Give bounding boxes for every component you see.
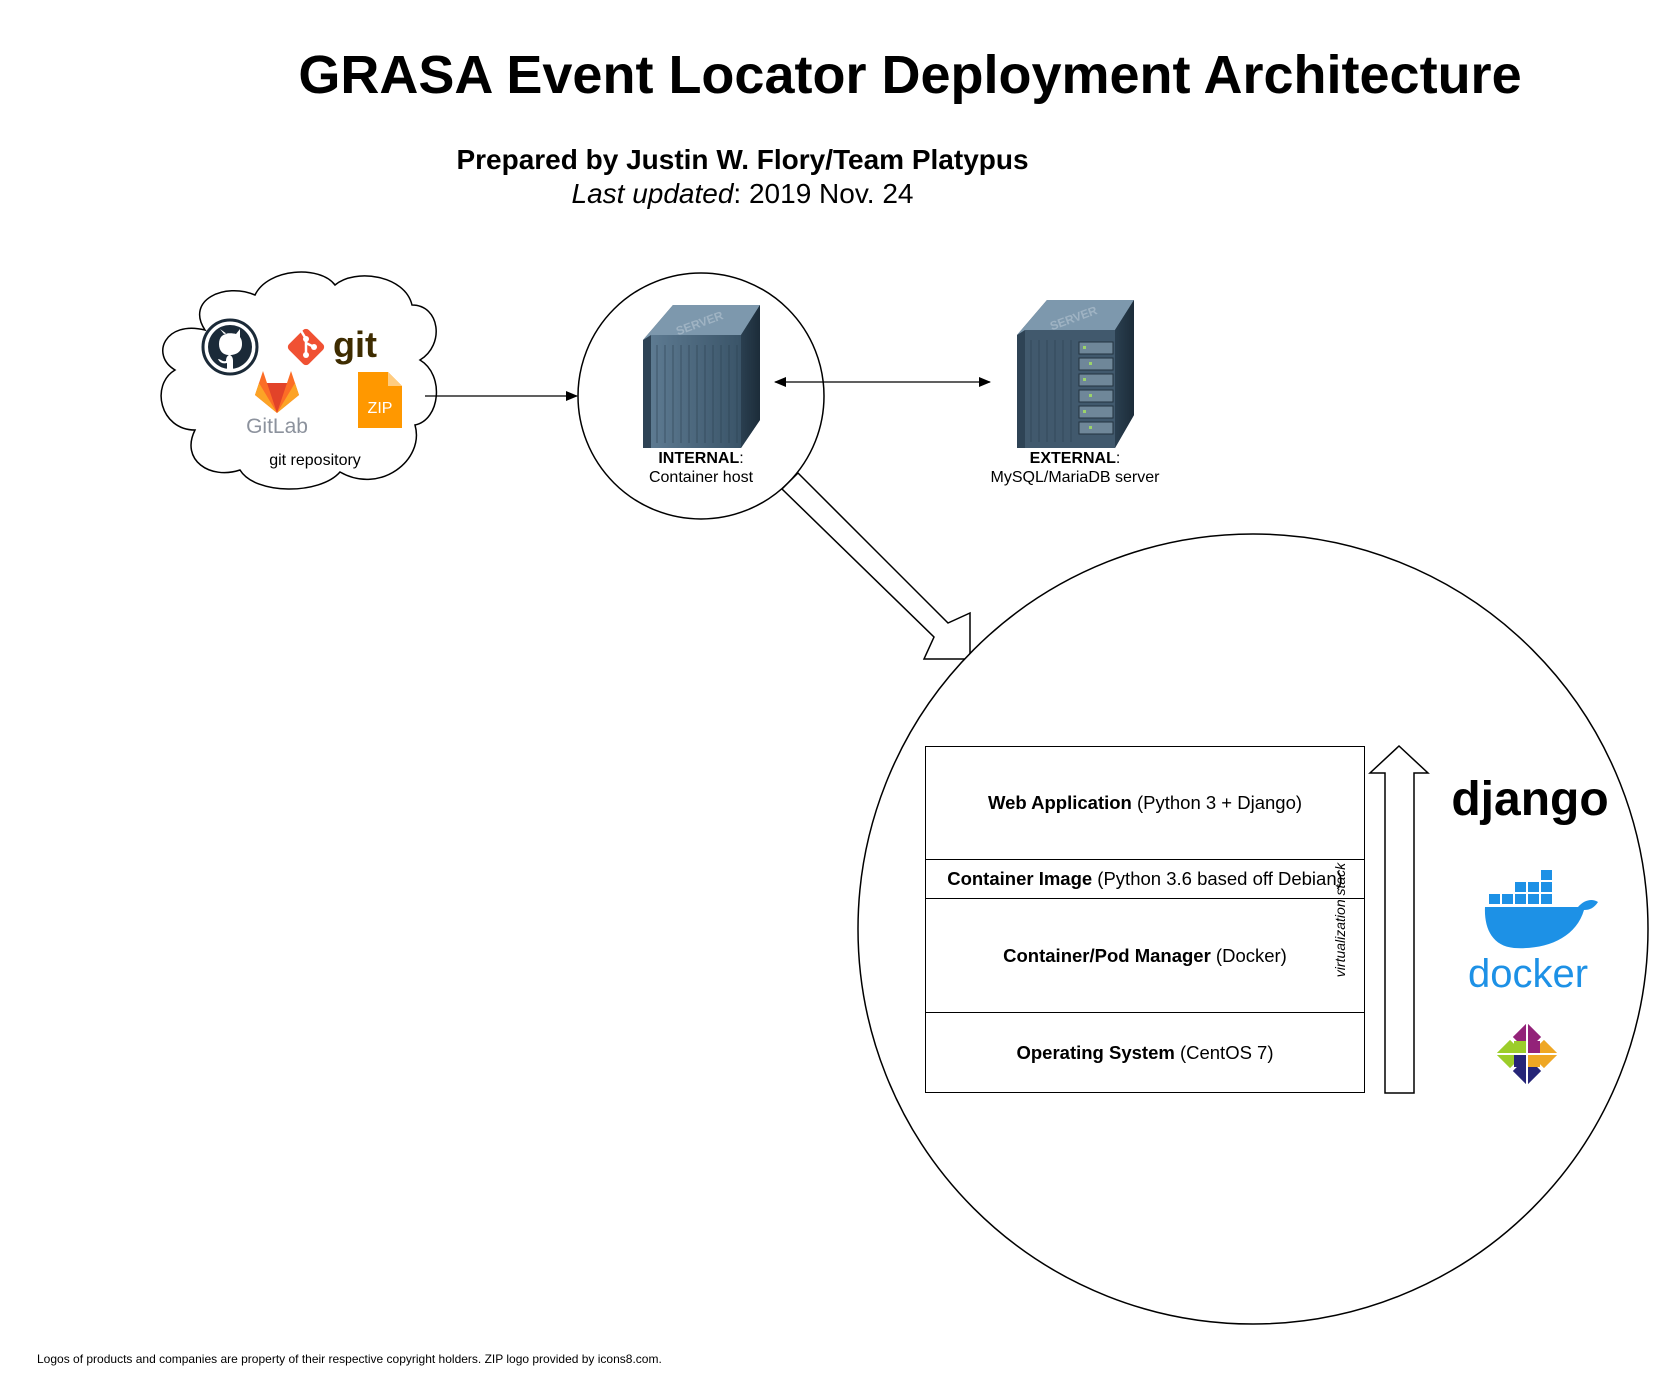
- last-updated-value: 2019 Nov. 24: [748, 178, 914, 209]
- stack-layer-title: Web Application: [987, 792, 1132, 813]
- external-label-line: EXTERNAL:: [1030, 450, 1121, 467]
- external-label-colon: :: [1116, 450, 1120, 467]
- external-caption: MySQL/MariaDB server: [991, 469, 1161, 486]
- stack-layer-title: Container Image: [947, 868, 1093, 889]
- zip-file-icon: [358, 372, 402, 428]
- external-label: EXTERNAL: [1030, 450, 1116, 467]
- centos-icon: [1495, 1022, 1559, 1086]
- stack-layer-title: Operating System: [1016, 1041, 1175, 1063]
- repository-caption: git repository: [269, 452, 361, 469]
- page-title: GRASA Event Locator Deployment Architect…: [298, 45, 1522, 105]
- stack-layer-detail: (Docker): [1210, 944, 1287, 966]
- internal-server-icon: SERVER: [643, 305, 760, 448]
- stack-layer-detail: (Python 3.6 based off Debian): [1092, 868, 1343, 889]
- last-updated-label: Last updated: [571, 178, 734, 209]
- stack-layer-container-manager: Container/Pod Manager (Docker): [925, 898, 1365, 1013]
- django-logo: django: [1451, 773, 1608, 826]
- docker-wordmark: docker: [1468, 952, 1588, 996]
- internal-label-line: INTERNAL:: [658, 450, 743, 467]
- stack-layer-container-image: Container Image (Python 3.6 based off De…: [925, 859, 1365, 899]
- stack-layer-title: Container/Pod Manager: [1003, 944, 1211, 966]
- footer-note: Logos of products and companies are prop…: [37, 1352, 662, 1366]
- last-updated: Last updated: 2019 Nov. 24: [0, 178, 1485, 210]
- git-wordmark: git: [333, 324, 377, 365]
- github-icon: [201, 318, 259, 376]
- internal-label: INTERNAL: [658, 450, 739, 467]
- last-updated-separator: :: [733, 178, 749, 209]
- page-subtitle: Prepared by Justin W. Flory/Team Platypu…: [456, 144, 1029, 175]
- internal-label-colon: :: [739, 450, 743, 467]
- stack-layer-detail: (Python 3 + Django): [1131, 792, 1303, 813]
- gitlab-wordmark: GitLab: [246, 415, 308, 438]
- host-to-stack-arrow: [780, 471, 971, 660]
- docker-icon: [1484, 870, 1598, 949]
- zip-label: ZIP: [368, 400, 393, 417]
- virtualization-stack-label: virtualization stack: [1332, 862, 1348, 978]
- git-icon: [287, 328, 325, 366]
- gitlab-icon: [255, 371, 299, 413]
- virtualization-stack-arrow: [1368, 744, 1430, 1094]
- stack-layer-operating-system: Operating System (CentOS 7): [925, 1012, 1365, 1093]
- stack-layer-web-application: Web Application (Python 3 + Django): [925, 746, 1365, 860]
- internal-caption: Container host: [649, 469, 754, 486]
- external-server-icon: SERVER: [1017, 300, 1134, 448]
- stack-layer-detail: (CentOS 7): [1174, 1041, 1274, 1063]
